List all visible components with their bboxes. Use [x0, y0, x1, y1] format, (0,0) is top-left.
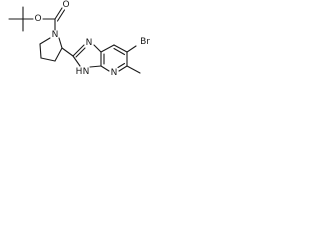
pyridine-ring: [100, 44, 128, 72]
atom-label-ester-oxygen: O: [34, 14, 41, 24]
atom-label-bromine: Br: [140, 37, 150, 47]
bond-c6-to-methyl: [126, 65, 141, 74]
bond-c3a-to-c4: [100, 44, 115, 53]
bond-imid-n1-to-c3a: [93, 44, 102, 53]
bond-imid-nh-to-c7a: [89, 65, 102, 68]
bond-n7-to-c7a: [100, 65, 110, 72]
atom-label-imidazole-nh-hydrogen: H: [76, 67, 83, 77]
bond-imid-c2-to-n1: [72, 44, 85, 57]
bond-c4-to-c5: [113, 44, 128, 53]
bond-n-to-c5: [39, 37, 51, 45]
atom-label-pyridine-nitrogen: N: [111, 68, 118, 78]
bond-imid-c2-to-nh: [72, 55, 81, 67]
bond-imid-c2-to-n1-double: [75, 47, 86, 58]
bond-carbonyl-double-a: [54, 7, 63, 20]
bond-c6-to-n7-double: [117, 62, 126, 69]
bond-carbonyl-double-b: [56, 9, 66, 22]
carbamate-group: [42, 7, 66, 31]
chemical-structure-diagram: O O N N H N N Br: [8, 0, 150, 78]
bond-c5-to-br: [126, 45, 137, 53]
atom-label-imidazole-nitrogen: N: [86, 38, 93, 48]
bond-pyrrolidine-to-imidazole: [61, 47, 74, 57]
bond-c4-to-c5-double: [113, 47, 126, 56]
bond-c4-to-c3: [40, 57, 56, 62]
bond-c5-to-c4: [39, 43, 42, 59]
atom-label-pyrrolidine-nitrogen: N: [52, 30, 59, 40]
tert-butyl-group: [8, 6, 34, 32]
pyrrolidine-ring: [39, 37, 63, 62]
bond-c2-to-n: [58, 37, 63, 49]
bond-c6-to-n7: [118, 65, 128, 72]
atom-label-carbonyl-oxygen: O: [62, 0, 69, 10]
imidazole-ring: [72, 44, 102, 68]
bond-c3-to-c2: [54, 47, 63, 62]
atom-label-imidazole-nh-nitrogen: N: [83, 67, 90, 77]
